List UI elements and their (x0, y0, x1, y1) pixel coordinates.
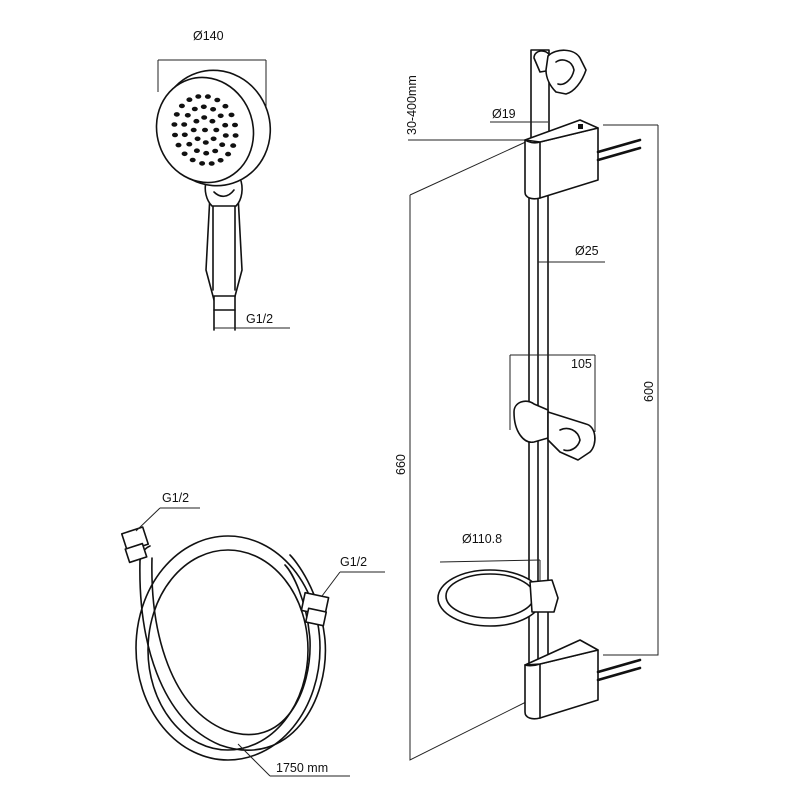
bar-top-diameter-label: Ø19 (492, 107, 516, 121)
nozzle-dot (228, 112, 235, 118)
nozzle-dot (212, 148, 219, 154)
top-hand-holder (530, 49, 587, 141)
nozzle-dot (193, 148, 200, 153)
nozzle-dot (203, 150, 210, 156)
nozzle-dot (171, 122, 178, 127)
soap-dish-diameter-label: Ø110.8 (462, 532, 502, 546)
nozzle-dot (175, 142, 182, 148)
nozzle-dot (189, 157, 196, 163)
nozzle-dot (210, 107, 217, 112)
nozzle-dot (222, 103, 229, 109)
handle-nut (213, 295, 236, 311)
nozzle-dot (210, 136, 217, 142)
nozzle-dot (173, 112, 180, 117)
nozzle-dot (191, 106, 198, 112)
head-diameter-label: Ø140 (193, 29, 224, 43)
spray-nozzles (171, 94, 239, 166)
nozzle-dot (209, 118, 216, 124)
nozzle-dot (208, 161, 215, 166)
nozzle-dot (230, 143, 237, 148)
nozzle-dot (200, 104, 207, 110)
nozzle-dot (194, 136, 201, 142)
nozzle-dot (225, 151, 232, 157)
nozzle-dot (217, 113, 224, 119)
nozzle-dot (193, 118, 200, 124)
nozzle-dot (202, 140, 209, 145)
upper-wall-bracket (524, 119, 642, 200)
bar-diameter-label: Ø25 (575, 244, 599, 258)
adjust-range-label: 30-400mm (405, 75, 419, 135)
hose-loop-inner (147, 549, 309, 751)
slide-rail: 660 600 30-400mm Ø19 Ø25 (394, 49, 659, 761)
nozzle-dot (222, 133, 229, 138)
nozzle-dot (181, 151, 188, 157)
hose-length-label: 1750 mm (276, 761, 328, 775)
nozzle-dot (181, 132, 188, 138)
handle-body (205, 194, 243, 301)
hose-loop-outer (135, 535, 321, 761)
nozzle-dot (195, 94, 202, 99)
hose-end-right-label: G1/2 (340, 555, 367, 569)
bracket-spacing-label: 600 (642, 381, 656, 402)
nozzle-dot (186, 97, 193, 102)
nozzle-dot (184, 113, 191, 118)
hose-end-left-label: G1/2 (162, 491, 189, 505)
nozzle-dot (213, 127, 220, 133)
nozzle-dot (214, 97, 221, 103)
overall-height-label: 660 (394, 454, 408, 475)
slider-depth-label: 105 (571, 357, 592, 371)
nozzle-dot (217, 158, 224, 163)
lower-wall-bracket (524, 639, 642, 720)
nozzle-dot (222, 122, 229, 128)
nozzle-dot (190, 127, 197, 133)
nozzle-dot (202, 127, 208, 133)
nozzle-dot (232, 133, 239, 138)
nozzle-dot (219, 142, 226, 147)
nozzle-dot (201, 115, 208, 120)
nozzle-dot (204, 94, 211, 99)
head-connection-label: G1/2 (246, 312, 273, 326)
wall-plane (409, 124, 659, 761)
nozzle-dot (186, 141, 193, 147)
shower-hose: G1/2 G1/2 1750 mm (120, 491, 385, 777)
soap-dish: Ø110.8 (437, 532, 559, 627)
nozzle-dot (181, 122, 188, 127)
slider-holder: 105 (509, 354, 596, 461)
nozzle-dot (178, 103, 185, 109)
hand-shower: Ø140 G1/2 (155, 29, 290, 331)
nozzle-dot (199, 161, 206, 166)
nozzle-dot (232, 122, 238, 128)
nozzle-dot (172, 132, 178, 138)
